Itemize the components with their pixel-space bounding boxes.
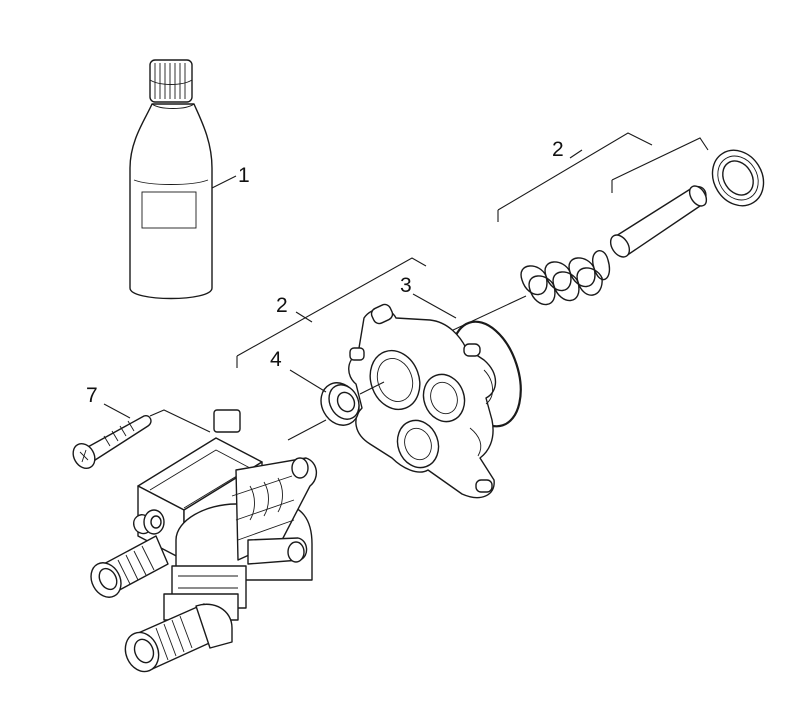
valve-plate <box>348 303 497 499</box>
oil-bottle <box>129 59 213 300</box>
callout-4: 4 <box>270 348 282 371</box>
outlet-fitting <box>124 603 233 673</box>
valve-pin <box>609 185 708 258</box>
callout-2-top: 2 <box>552 138 564 161</box>
valve-kit-bracket-mid <box>236 257 427 368</box>
shaft-seal <box>320 382 360 426</box>
callout-2-mid: 2 <box>276 294 288 317</box>
callout-7: 7 <box>86 384 98 407</box>
callout-1: 1 <box>238 164 250 187</box>
valve-washer <box>711 149 765 207</box>
inlet-fitting <box>90 535 169 598</box>
screw <box>72 414 152 470</box>
valve-spring <box>520 250 611 306</box>
valve-kit-bracket-top <box>497 132 709 222</box>
callout-3: 3 <box>400 274 412 297</box>
pump-housing <box>132 409 317 621</box>
